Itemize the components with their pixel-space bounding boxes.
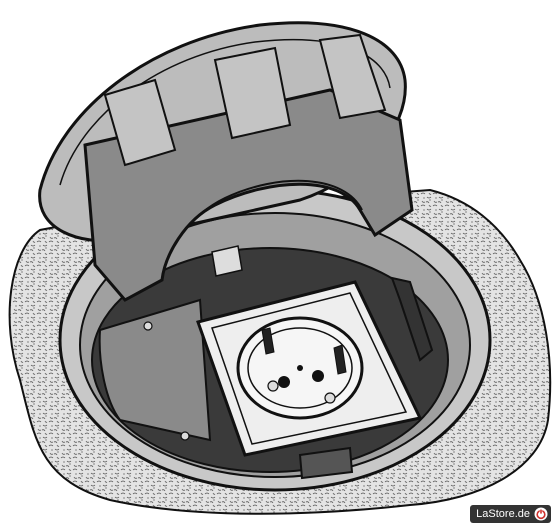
pin-hole-right [312, 370, 324, 382]
store-watermark: LaStore.de [470, 505, 551, 523]
watermark-text: LaStore.de [476, 508, 530, 520]
pin-hole-left [278, 376, 290, 388]
cover-ridge [318, 33, 387, 120]
power-symbol-icon [534, 507, 548, 521]
right-clip [390, 276, 434, 362]
bottom-latch [298, 446, 354, 480]
cover-ridge [213, 46, 292, 140]
left-inner-wall [98, 298, 212, 442]
cover-ridge [103, 78, 177, 167]
lid-bracket [211, 245, 243, 277]
plate-screw [324, 392, 336, 404]
plate-screw [267, 380, 279, 392]
